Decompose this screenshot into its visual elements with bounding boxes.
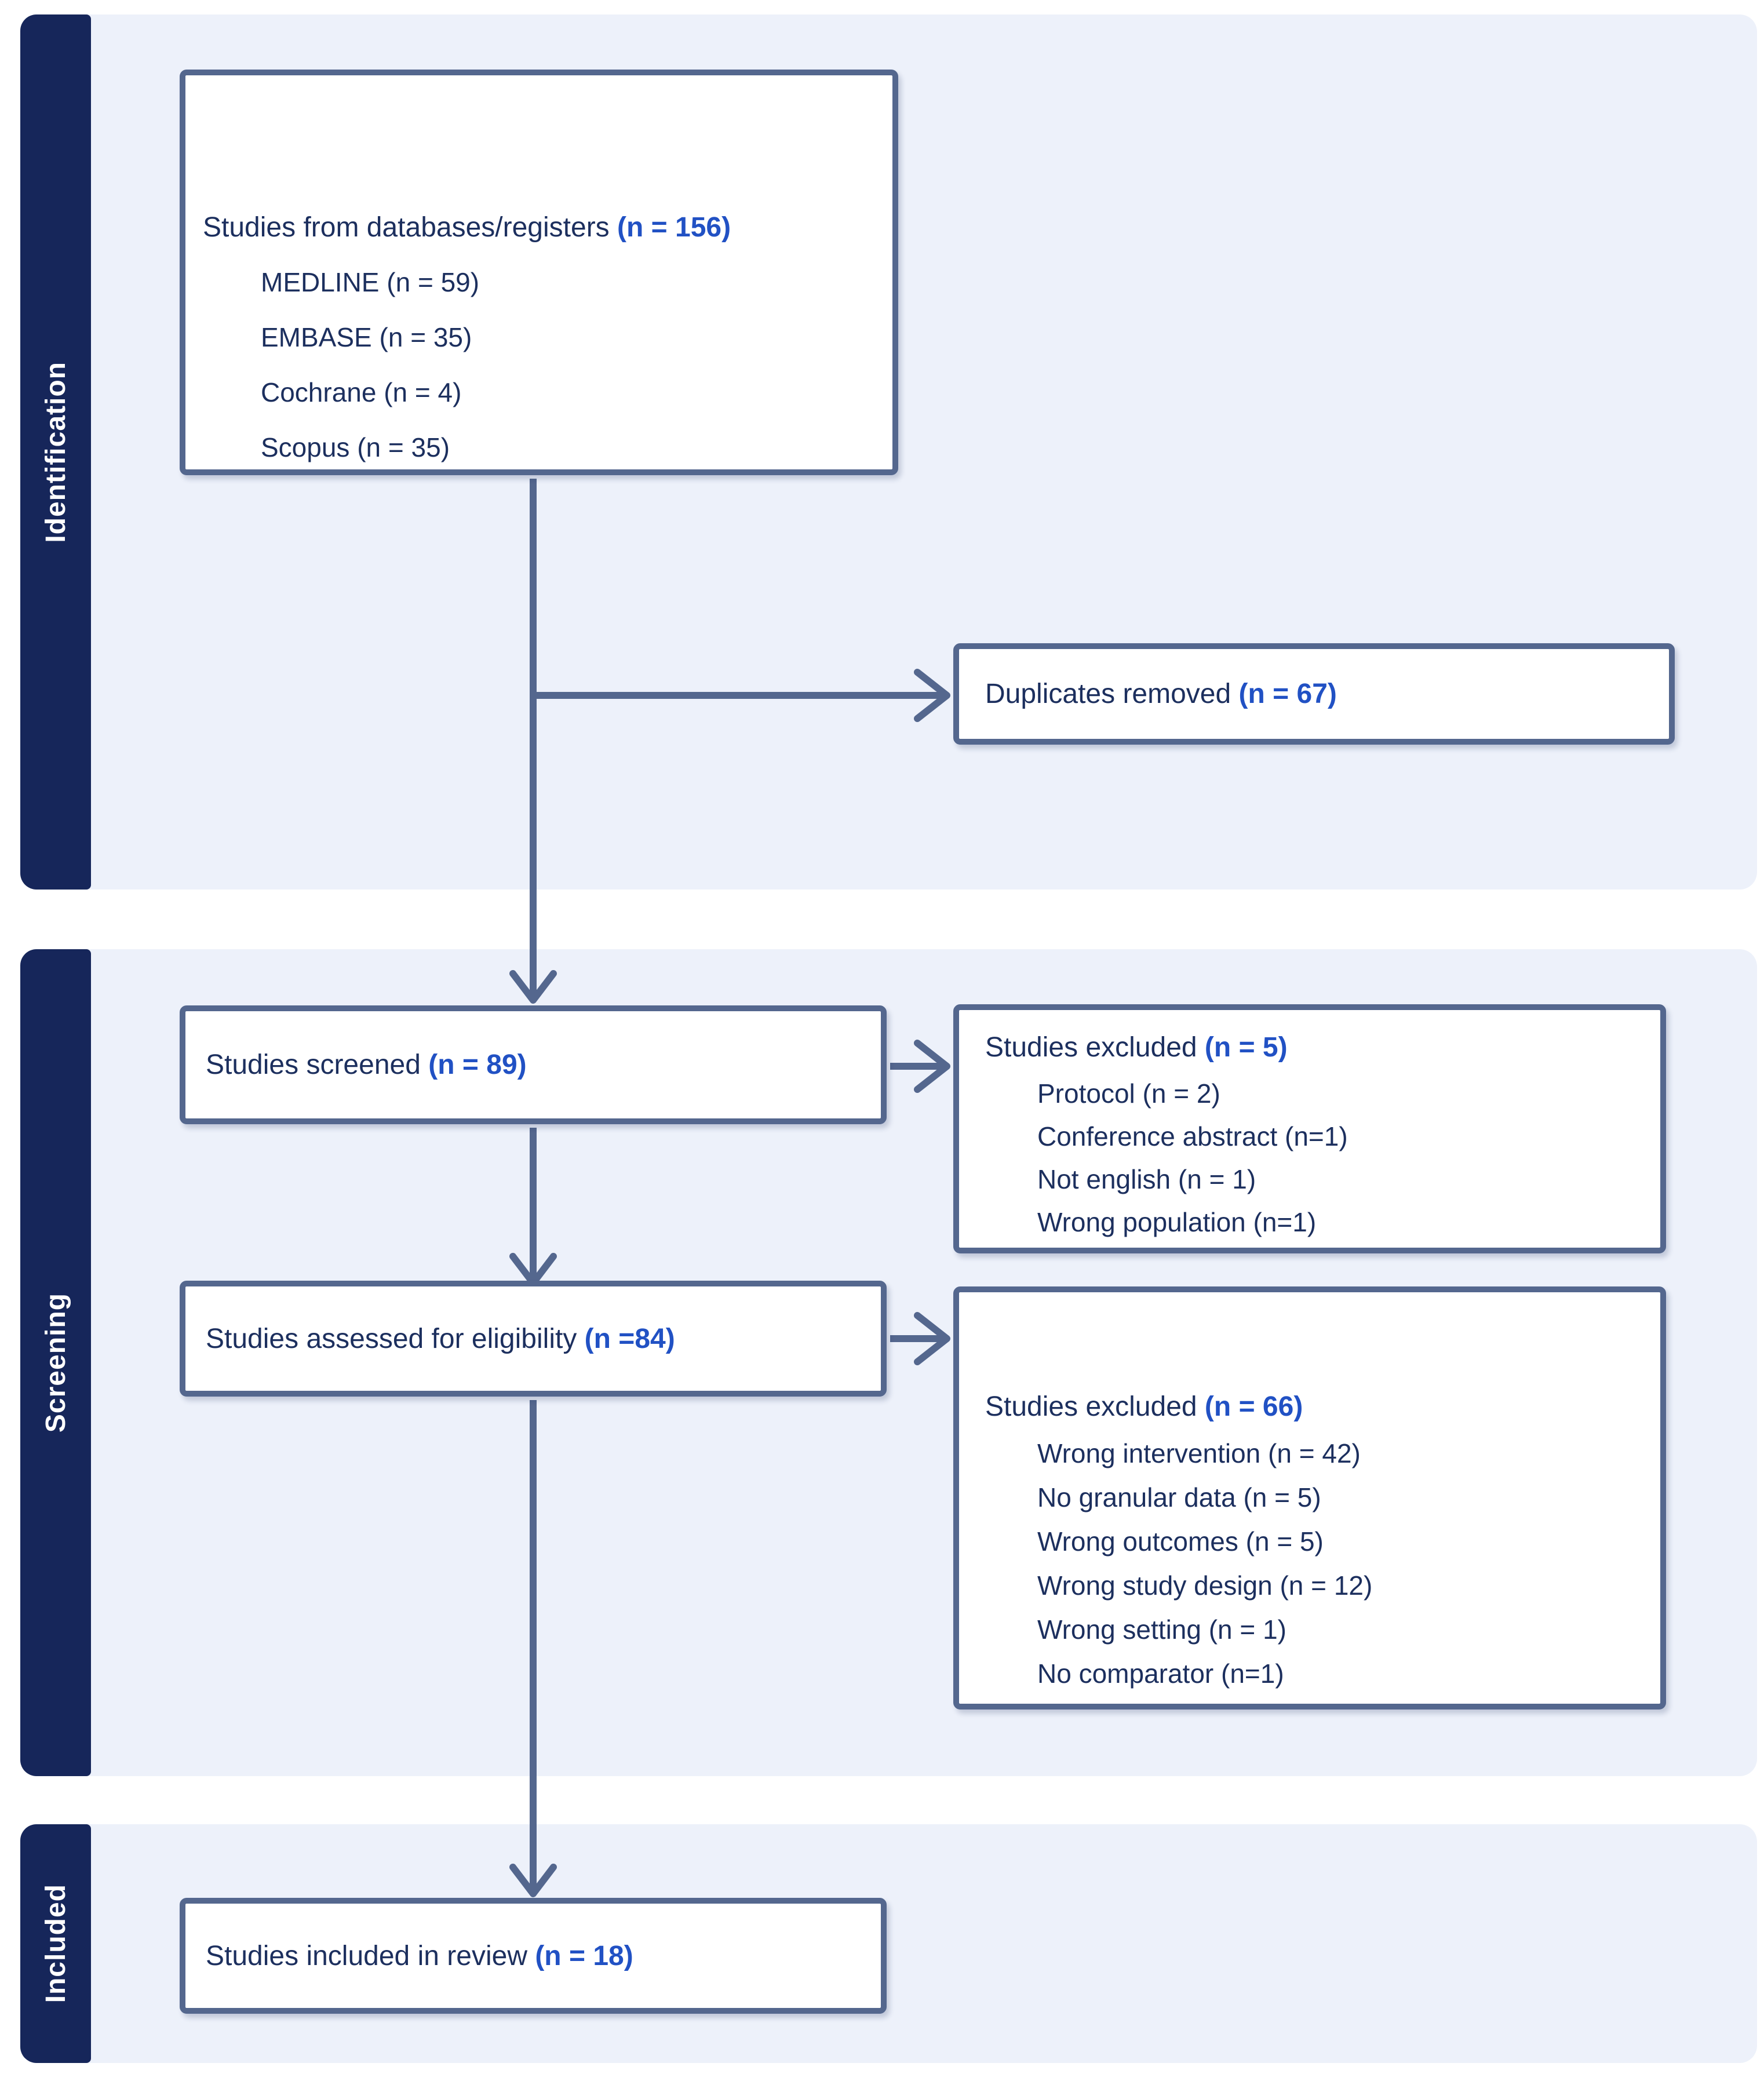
screened-box-title: Studies screened (n = 89) xyxy=(206,1049,527,1081)
excluded-screening-box: Studies excluded (n = 5) Protocol (n = 2… xyxy=(953,1004,1666,1253)
excluded-eligibility-box-title: Studies excluded (n = 66) xyxy=(985,1382,1649,1431)
list-item: Conference abstract (n=1) xyxy=(1037,1121,1348,1151)
stage-label-identification-text: Identification xyxy=(40,361,71,543)
excluded-eligibility-title-label: Studies excluded xyxy=(985,1391,1205,1422)
excluded-screening-box-title: Studies excluded (n = 5) xyxy=(985,1023,1649,1072)
duplicates-removed-title-label: Duplicates removed xyxy=(985,679,1239,709)
stage-label-screening: Screening xyxy=(20,949,91,1776)
list-item: Wrong study design (n = 12) xyxy=(1037,1570,1373,1601)
included-box-title: Studies included in review (n = 18) xyxy=(206,1940,633,1972)
list-item: No comparator (n=1) xyxy=(1037,1659,1284,1689)
stage-label-included: Included xyxy=(20,1824,91,2063)
duplicates-removed-box: Duplicates removed (n = 67) xyxy=(953,643,1675,745)
list-item: Wrong setting (n = 1) xyxy=(1037,1614,1286,1645)
screened-title-label: Studies screened xyxy=(206,1049,429,1080)
screened-title-count: (n = 89) xyxy=(428,1049,527,1080)
list-item: Scopus (n = 35) xyxy=(261,432,450,462)
sources-box-title-count: (n = 156) xyxy=(617,212,731,243)
sources-box: Studies from databases/registers (n = 15… xyxy=(180,70,898,475)
list-item: Wrong population (n=1) xyxy=(1037,1207,1317,1237)
list-item: Not english (n = 1) xyxy=(1037,1164,1256,1194)
excluded-eligibility-title-count: (n = 66) xyxy=(1204,1391,1303,1422)
stage-label-identification: Identification xyxy=(20,14,91,890)
excluded-eligibility-box: Studies excluded (n = 66) Wrong interven… xyxy=(953,1286,1666,1709)
assessed-box: Studies assessed for eligibility (n =84) xyxy=(180,1281,887,1397)
list-item: MEDLINE (n = 59) xyxy=(261,267,480,297)
included-title-label: Studies included in review xyxy=(206,1940,535,1971)
excluded-screening-title-count: (n = 5) xyxy=(1204,1032,1288,1063)
sources-box-items: MEDLINE (n = 59) EMBASE (n = 35) Cochran… xyxy=(261,255,881,475)
assessed-box-title: Studies assessed for eligibility (n =84) xyxy=(206,1323,675,1355)
excluded-screening-box-items: Protocol (n = 2) Conference abstract (n=… xyxy=(1037,1072,1649,1244)
stage-label-screening-text: Screening xyxy=(40,1292,71,1433)
screened-box: Studies screened (n = 89) xyxy=(180,1005,887,1124)
list-item: EMBASE (n = 35) xyxy=(261,322,472,352)
list-item: Wrong outcomes (n = 5) xyxy=(1037,1526,1324,1557)
duplicates-removed-box-title: Duplicates removed (n = 67) xyxy=(985,678,1337,710)
assessed-title-label: Studies assessed for eligibility xyxy=(206,1323,585,1354)
excluded-screening-title-label: Studies excluded xyxy=(985,1032,1205,1063)
list-item: Cochrane (n = 4) xyxy=(261,377,462,407)
list-item: Wrong intervention (n = 42) xyxy=(1037,1438,1361,1468)
duplicates-removed-title-count: (n = 67) xyxy=(1238,679,1337,709)
list-item: No granular data (n = 5) xyxy=(1037,1482,1321,1512)
included-box: Studies included in review (n = 18) xyxy=(180,1898,887,2014)
sources-box-title-label: Studies from databases/registers xyxy=(203,212,618,243)
list-item: Protocol (n = 2) xyxy=(1037,1078,1220,1109)
excluded-eligibility-box-items: Wrong intervention (n = 42) No granular … xyxy=(1037,1431,1649,1696)
stage-label-included-text: Included xyxy=(40,1884,71,2003)
included-title-count: (n = 18) xyxy=(535,1940,633,1971)
sources-box-title: Studies from databases/registers (n = 15… xyxy=(203,200,881,255)
assessed-title-count: (n =84) xyxy=(584,1323,675,1354)
